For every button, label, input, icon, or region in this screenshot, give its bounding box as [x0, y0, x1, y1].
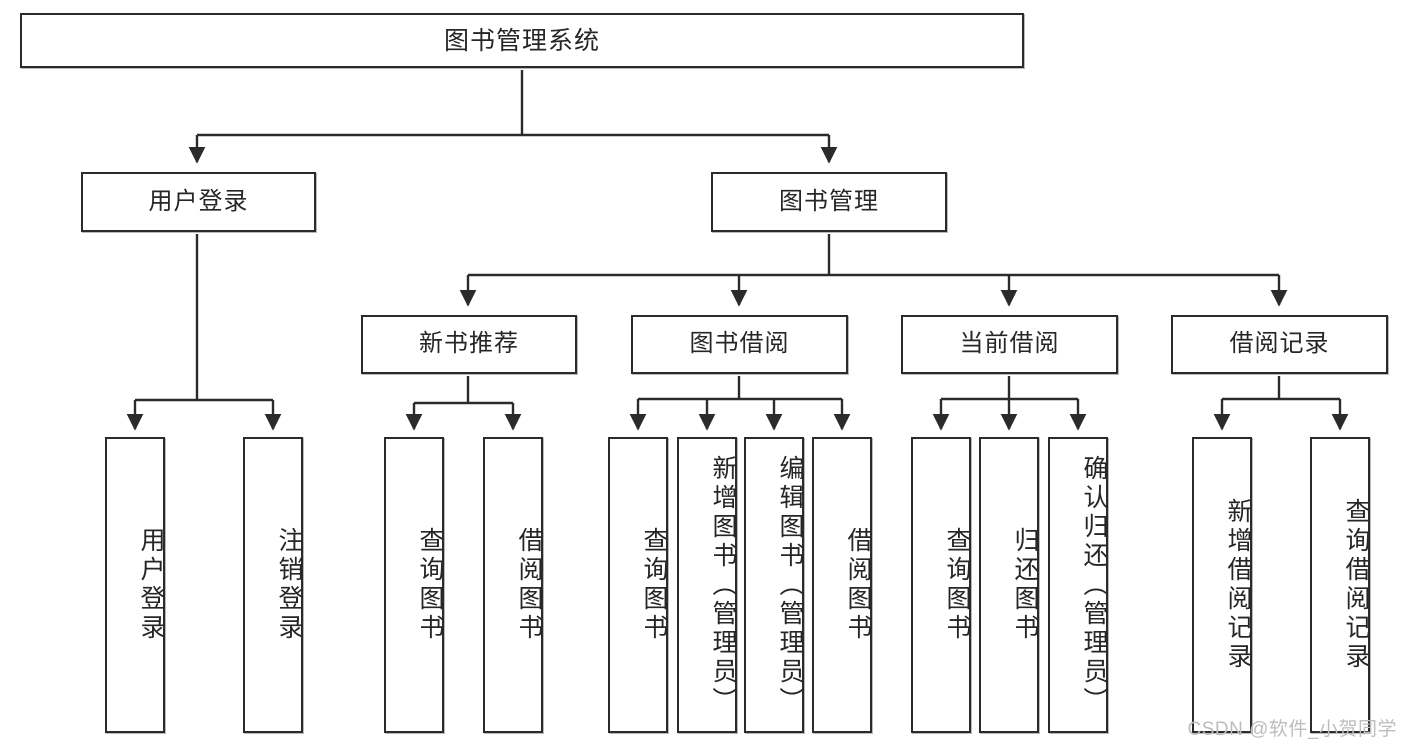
- node-root-library-system[interactable]: 图书管理系统: [20, 13, 1024, 68]
- node-label: 确认归还（管理员）: [1080, 454, 1108, 716]
- node-label: 编辑图书（管理员）: [776, 454, 804, 716]
- node-label: 借阅图书: [844, 527, 872, 643]
- leaf-borrow-book-recommend[interactable]: 借阅图书: [483, 437, 543, 733]
- node-label: 查询图书: [640, 527, 668, 643]
- node-label: 新书推荐: [419, 330, 519, 358]
- leaf-query-book-recommend[interactable]: 查询图书: [384, 437, 444, 733]
- leaf-query-borrow-record[interactable]: 查询借阅记录: [1310, 437, 1370, 733]
- leaf-return-book[interactable]: 归还图书: [979, 437, 1039, 733]
- node-current-borrow[interactable]: 当前借阅: [901, 315, 1118, 374]
- node-book-management[interactable]: 图书管理: [711, 172, 947, 232]
- node-label: 新增图书（管理员）: [709, 454, 737, 716]
- node-label: 用户登录: [148, 187, 249, 215]
- leaf-confirm-return-admin[interactable]: 确认归还（管理员）: [1048, 437, 1108, 733]
- node-label: 注销登录: [275, 527, 303, 643]
- leaf-logout[interactable]: 注销登录: [243, 437, 303, 733]
- leaf-query-book-borrow[interactable]: 查询图书: [608, 437, 668, 733]
- node-label: 图书管理系统: [443, 26, 600, 55]
- node-label: 归还图书: [1011, 527, 1039, 643]
- node-label: 查询图书: [416, 527, 444, 643]
- node-user-login[interactable]: 用户登录: [81, 172, 316, 232]
- leaf-add-book-admin[interactable]: 新增图书（管理员）: [677, 437, 737, 733]
- node-label: 借阅记录: [1229, 330, 1330, 358]
- leaf-borrow-book[interactable]: 借阅图书: [812, 437, 872, 733]
- node-label: 查询图书: [943, 527, 971, 643]
- node-book-borrow[interactable]: 图书借阅: [631, 315, 848, 374]
- node-label: 图书借阅: [689, 330, 790, 358]
- node-borrow-record[interactable]: 借阅记录: [1171, 315, 1388, 374]
- node-label: 新增借阅记录: [1224, 498, 1252, 672]
- leaf-edit-book-admin[interactable]: 编辑图书（管理员）: [744, 437, 804, 733]
- watermark: CSDN @软件_小贺同学: [1187, 719, 1397, 740]
- node-label: 借阅图书: [515, 527, 543, 643]
- node-new-book-recommend[interactable]: 新书推荐: [361, 315, 577, 374]
- leaf-add-borrow-record[interactable]: 新增借阅记录: [1192, 437, 1252, 733]
- leaf-query-book-current[interactable]: 查询图书: [911, 437, 971, 733]
- node-label: 用户登录: [137, 527, 165, 643]
- node-label: 查询借阅记录: [1342, 498, 1370, 672]
- node-label: 当前借阅: [959, 330, 1060, 358]
- leaf-user-login[interactable]: 用户登录: [105, 437, 165, 733]
- node-label: 图书管理: [779, 187, 879, 215]
